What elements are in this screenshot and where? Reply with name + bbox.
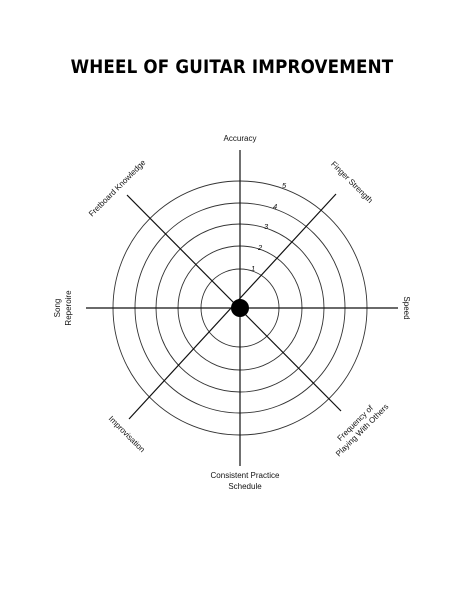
ring-number-2: 2: [257, 243, 263, 252]
wheel-hub: [231, 299, 249, 317]
label-schedule-line1: Consistent Practice: [211, 471, 280, 480]
label-speed: Speed: [402, 296, 411, 319]
label-improvisation: Improvisation: [107, 414, 147, 454]
label-schedule-line2: Schedule: [228, 482, 262, 491]
label-accuracy: Accuracy: [224, 134, 257, 143]
category-labels: Accuracy Finger Strength Speed Frequency…: [53, 134, 411, 491]
ring-number-1: 1: [251, 264, 255, 273]
label-song-line1: Song: [53, 299, 62, 318]
label-fretboard-knowledge: Fretboard Knowledge: [87, 158, 148, 219]
ring-number-4: 4: [273, 202, 277, 211]
page-title: WHEEL OF GUITAR IMPROVEMENT: [70, 56, 394, 78]
ring-number-3: 3: [264, 222, 269, 231]
label-song-line2: Reperoire: [64, 290, 73, 326]
label-finger-strength: Finger Strength: [329, 160, 374, 205]
ring-numbers: 1 2 3 4 5: [251, 181, 287, 273]
ring-number-5: 5: [282, 181, 287, 190]
